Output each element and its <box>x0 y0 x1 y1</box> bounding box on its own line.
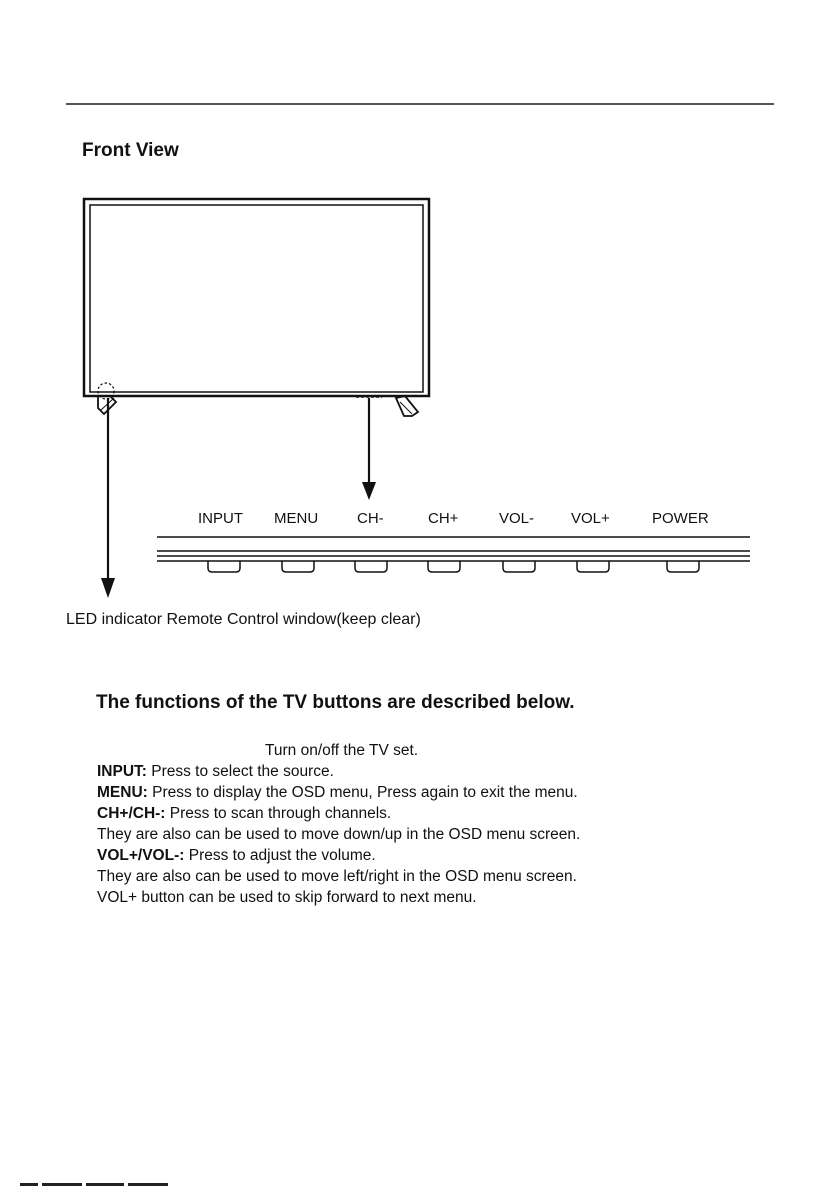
led-indicator-circle <box>97 382 115 400</box>
function-volume-osd: They are also can be used to move left/r… <box>97 868 577 885</box>
power-button-shape <box>666 561 700 573</box>
function-power: Turn on/off the TV set. <box>265 742 419 759</box>
button-panel <box>157 536 750 562</box>
tv-front-diagram <box>82 197 750 598</box>
tv-screen <box>89 204 424 393</box>
functions-list: Turn on/off the TV set. INPUT: Press to … <box>97 740 580 908</box>
functions-heading: The functions of the TV buttons are desc… <box>96 692 575 713</box>
arrow-head-buttons <box>362 482 376 500</box>
page-footer-marks <box>20 1183 172 1201</box>
button-label-input: INPUT <box>198 510 243 527</box>
panel-buttons <box>207 561 700 573</box>
vol-minus-button-shape <box>502 561 536 573</box>
button-label-power: POWER <box>652 510 709 527</box>
ch-plus-button-shape <box>427 561 461 573</box>
arrow-head-led <box>101 578 115 598</box>
tv-frame-outer <box>82 197 431 398</box>
button-label-menu: MENU <box>274 510 319 527</box>
function-menu: MENU: Press to display the OSD menu, Pre… <box>97 784 578 801</box>
function-channel: CH+/CH-: Press to scan through channels. <box>97 805 392 822</box>
function-input: INPUT: Press to select the source. <box>97 763 334 780</box>
led-indicator-caption: LED indicator Remote Control window(keep… <box>66 611 421 628</box>
button-label-vol-minus: VOL- <box>499 510 535 527</box>
button-label-ch-minus: CH- <box>357 510 384 527</box>
function-vol-skip: VOL+ button can be used to skip forward … <box>97 889 477 906</box>
button-label-vol-plus: VOL+ <box>571 510 610 527</box>
function-volume: VOL+/VOL-: Press to adjust the volume. <box>97 847 376 864</box>
ch-minus-button-shape <box>354 561 388 573</box>
menu-button-shape <box>281 561 315 573</box>
vol-plus-button-shape <box>576 561 610 573</box>
input-button-shape <box>207 561 241 573</box>
tv-stand-right <box>394 395 420 417</box>
header-rule <box>66 103 774 105</box>
button-label-ch-plus: CH+ <box>428 510 459 527</box>
section-title: Front View <box>82 140 179 161</box>
function-channel-osd: They are also can be used to move down/u… <box>97 826 581 843</box>
